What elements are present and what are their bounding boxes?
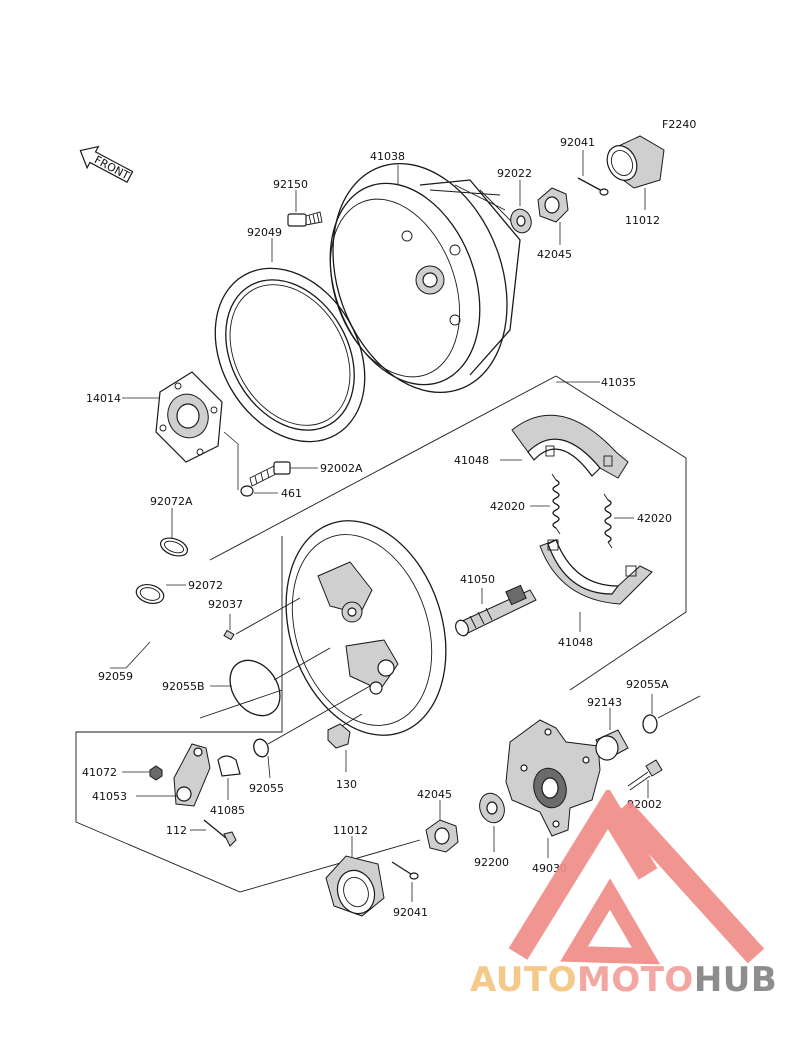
spring-right (603, 493, 613, 549)
part-14014: 14014 (86, 392, 121, 405)
bolt-92002 (627, 759, 663, 791)
part-92059: 92059 (98, 670, 133, 683)
part-112: 112 (166, 824, 187, 837)
part-92049: 92049 (247, 226, 282, 239)
part-92072a: 92072A (150, 495, 193, 508)
figure-code: F2240 (662, 118, 696, 131)
part-41038: 41038 (370, 150, 405, 163)
castle-nut-top (537, 187, 569, 223)
part-92055: 92055 (249, 782, 284, 795)
wear-indicator (217, 755, 241, 777)
bolt-112 (203, 819, 237, 847)
bearing-flange (155, 371, 223, 463)
breather-hose (85, 510, 212, 667)
part-41035: 41035 (601, 376, 636, 389)
brake-shoe-bottom (539, 539, 653, 605)
part-41048-top: 41048 (454, 454, 489, 467)
spacer-92143 (595, 729, 629, 761)
spring-left (551, 473, 561, 535)
wheel-hub (505, 719, 601, 837)
part-41072: 41072 (82, 766, 117, 779)
brake-cam-shaft (455, 584, 537, 637)
part-92041-top: 92041 (560, 136, 595, 149)
clamp-92072a (159, 537, 189, 557)
watermark-brand: AUTOMOTOHUB (470, 960, 800, 1010)
bolt-130 (327, 713, 363, 749)
part-41085: 41085 (210, 804, 245, 817)
part-41053: 41053 (92, 790, 127, 803)
part-130: 130 (336, 778, 357, 791)
part-92002a: 92002A (320, 462, 363, 475)
nut-41072 (149, 765, 163, 781)
part-42045-bottom: 42045 (417, 788, 452, 801)
brake-cam-lever (173, 743, 211, 807)
part-42020-left: 42020 (490, 500, 525, 513)
front-label: FRONT (92, 153, 132, 182)
front-arrow: FRONT (79, 145, 134, 183)
part-41048-bottom: 41048 (558, 636, 593, 649)
bolt-92150 (287, 211, 323, 227)
washer-92022 (510, 208, 532, 234)
cotter-pin-top (577, 177, 609, 196)
washer-92200 (479, 792, 505, 824)
brand-hub: HUB (693, 960, 778, 1000)
brand-auto: AUTO (470, 960, 577, 1000)
part-42020-right: 42020 (637, 512, 672, 525)
castle-nut-bottom (425, 819, 459, 853)
pin-92037 (223, 629, 235, 641)
part-92150: 92150 (273, 178, 308, 191)
hub-cap-top (606, 135, 665, 189)
hub-cap-bottom (325, 855, 385, 917)
part-92143: 92143 (587, 696, 622, 709)
cotter-pin-bottom (391, 861, 419, 880)
o-ring-92055a (642, 714, 658, 734)
part-92041-bottom: 92041 (393, 906, 428, 919)
part-461: 461 (281, 487, 302, 500)
brake-shoe-top (511, 414, 629, 479)
part-92022: 92022 (497, 167, 532, 180)
part-92037: 92037 (208, 598, 243, 611)
o-ring-92055b (229, 659, 281, 717)
clamp-92072 (135, 583, 165, 605)
part-11012-bottom: 11012 (333, 824, 368, 837)
brand-moto: MOTO (576, 960, 694, 1000)
watermark-logo (508, 790, 765, 965)
part-42045-top: 42045 (537, 248, 572, 261)
part-41050: 41050 (460, 573, 495, 586)
part-92072: 92072 (188, 579, 223, 592)
drum-seal-ring (214, 267, 366, 443)
bolt-92002a (249, 461, 291, 487)
part-92200: 92200 (474, 856, 509, 869)
brake-panel (285, 520, 447, 736)
o-ring-92055 (253, 738, 269, 758)
part-92055a: 92055A (626, 678, 669, 691)
brake-drum (329, 162, 521, 394)
part-11012-top: 11012 (625, 214, 660, 227)
part-92055b: 92055B (162, 680, 205, 693)
lock-washer-461 (240, 485, 254, 497)
